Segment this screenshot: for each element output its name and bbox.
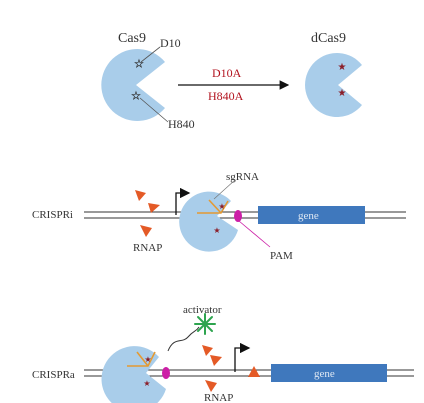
activator-asterisk-icon [194, 313, 216, 335]
crispri-pam-site [234, 210, 242, 222]
crispra-dcas9-star-icon: ★ [143, 379, 150, 388]
dcas9-label: dCas9 [311, 31, 346, 46]
rnap-triangle-icon [210, 355, 222, 366]
rnap-triangle-icon [205, 380, 217, 392]
sgrna-leader-line [213, 179, 236, 200]
mutation-h840a-label: H840A [208, 89, 244, 103]
crispri-sgrna-label: sgRNA [226, 171, 259, 183]
crispra-dcas9-star-icon: ★ [144, 355, 151, 364]
crispra-promoter-arrow-icon [234, 342, 251, 372]
rnap-triangle-icon [140, 225, 152, 237]
cas9-h840-star-icon: ★ [132, 91, 141, 102]
crispra-row-label: CRISPRa [32, 369, 75, 381]
h840-leader-line [139, 97, 169, 123]
crispra-rnap-label: RNAP [204, 392, 233, 403]
crispri-dcas9-star-icon: ★ [213, 226, 220, 235]
crispri-sgrna [197, 199, 229, 214]
activator-linker [167, 326, 200, 352]
cas9-label: Cas9 [118, 31, 146, 46]
crispri-dcas9-star-icon: ★ [218, 202, 225, 211]
pam-leader-line [238, 220, 271, 248]
h840-label: H840 [168, 117, 195, 131]
rnap-triangle-icon [202, 345, 213, 356]
crispra-sgrna [127, 351, 156, 367]
crispri-gene-box [258, 206, 365, 224]
crispri-rnap-label: RNAP [133, 242, 162, 254]
d10-label: D10 [160, 36, 181, 50]
crispra-pam-site [162, 367, 170, 379]
dcas9-star-icon: ★ [338, 88, 347, 99]
crispri-dcas9-protein [179, 191, 238, 252]
cas9-protein [101, 48, 165, 121]
crispra-dcas9-protein [101, 346, 166, 403]
crispra-activator-label: activator [183, 304, 222, 316]
crispri-promoter-arrow-icon [175, 187, 191, 215]
crispri-row-label: CRISPRi [32, 209, 73, 221]
crispra-gene-label: gene [314, 368, 335, 380]
rnap-triangle-icon [148, 203, 160, 213]
d10-leader-line [140, 46, 161, 63]
cas9-d10-star-icon: ★ [135, 59, 144, 70]
crispri-gene-label: gene [298, 210, 319, 222]
mutation-d10a-label: D10A [212, 66, 242, 80]
crispra-binding-triangle-icon [248, 366, 260, 377]
dcas9-protein [305, 53, 362, 117]
rnap-triangle-icon [135, 190, 146, 201]
crispri-pam-label: PAM [270, 250, 293, 262]
dcas9-star-icon: ★ [338, 62, 347, 73]
crispra-gene-box [271, 364, 387, 382]
